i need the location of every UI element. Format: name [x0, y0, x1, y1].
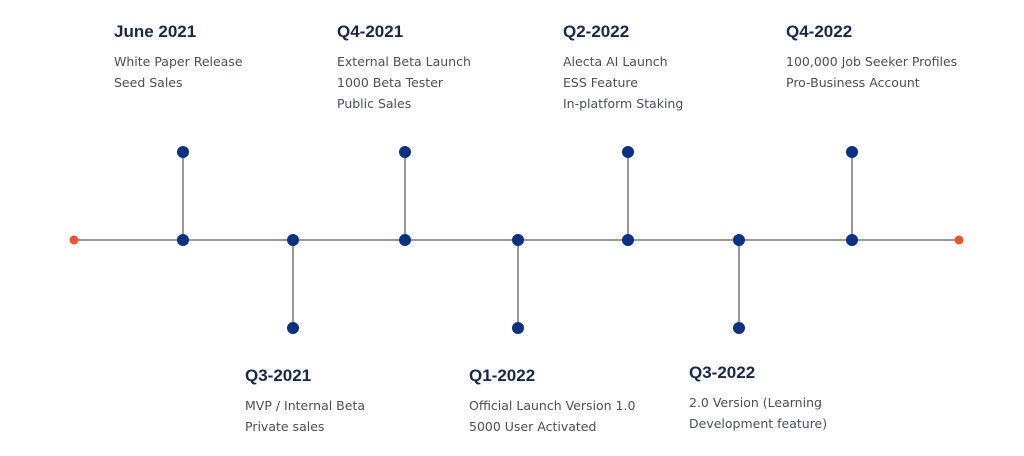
milestone-end-node	[287, 322, 299, 334]
milestone-item: Development feature)	[689, 416, 828, 431]
milestone-item: 1000 Beta Tester	[337, 75, 444, 90]
milestone-item: Pro-Business Account	[786, 75, 920, 90]
milestone-axis-node	[846, 234, 858, 246]
milestone-item: Public Sales	[337, 96, 412, 111]
milestone-axis-node	[622, 234, 634, 246]
timeline-start-dot	[69, 235, 79, 245]
milestone-nodes	[177, 146, 858, 334]
milestone-item: 2.0 Version (Learning	[689, 395, 822, 410]
milestone-item: White Paper Release	[114, 54, 243, 69]
milestone-axis-node	[399, 234, 411, 246]
milestone-end-node	[177, 146, 189, 158]
milestone-item: Private sales	[245, 419, 325, 434]
milestone-item: 5000 User Activated	[469, 419, 597, 434]
timeline-end-dot	[954, 235, 964, 245]
milestone-title: June 2021	[114, 22, 197, 41]
milestone-end-node	[733, 322, 745, 334]
milestone-end-node	[846, 146, 858, 158]
milestone-item: ESS Feature	[563, 75, 638, 90]
milestone-item: Alecta AI Launch	[563, 54, 668, 69]
milestone-end-node	[399, 146, 411, 158]
milestone-item: Seed Sales	[114, 75, 183, 90]
milestone-axis-node	[177, 234, 189, 246]
milestone-item: 100,000 Job Seeker Profiles	[786, 54, 958, 69]
milestone-title: Q1-2022	[469, 366, 536, 385]
milestone-axis-node	[287, 234, 299, 246]
milestone-title: Q4-2022	[786, 22, 853, 41]
milestone-axis-node	[733, 234, 745, 246]
milestone-item: External Beta Launch	[337, 54, 471, 69]
milestone-axis-node	[512, 234, 524, 246]
milestone-title: Q3-2022	[689, 363, 756, 382]
milestone-item: In-platform Staking	[563, 96, 684, 111]
milestone-stems	[182, 152, 853, 328]
milestone-title: Q4-2021	[337, 22, 404, 41]
milestone-title: Q2-2022	[563, 22, 630, 41]
milestone-item: Official Launch Version 1.0	[469, 398, 636, 413]
milestone-item: MVP / Internal Beta	[245, 398, 366, 413]
milestone-end-node	[622, 146, 634, 158]
milestone-title: Q3-2021	[245, 366, 312, 385]
milestone-end-node	[512, 322, 524, 334]
